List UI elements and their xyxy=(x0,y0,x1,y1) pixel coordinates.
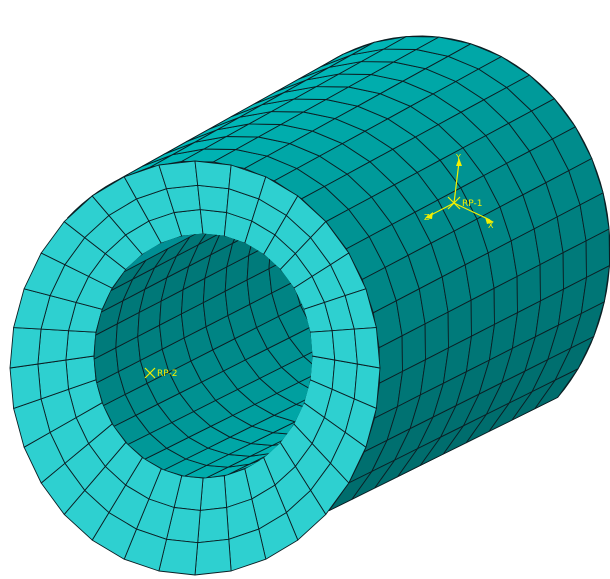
bore-element xyxy=(210,233,243,256)
annotations: RP-1 Y Z X RP-2 xyxy=(144,153,494,379)
front-face-element xyxy=(194,538,232,576)
rp-1-label: RP-1 xyxy=(462,199,482,209)
front-end-face xyxy=(9,160,381,576)
bore-element xyxy=(198,233,235,246)
front-face-element xyxy=(197,184,230,213)
bore-element xyxy=(188,233,221,267)
csys-triad: Y Z X xyxy=(424,153,494,230)
front-face-element xyxy=(199,209,228,237)
front-face-element xyxy=(9,327,42,369)
bore-element xyxy=(303,344,313,372)
rp-2-label: RP-2 xyxy=(157,369,177,379)
front-face-element xyxy=(158,160,199,190)
triad-y-label: Y xyxy=(455,153,461,162)
front-face-element xyxy=(199,475,228,511)
triad-z-label: Z xyxy=(424,213,430,222)
bore-element xyxy=(176,233,213,257)
front-face-element xyxy=(331,328,358,365)
front-face-element xyxy=(65,330,97,361)
front-face-element xyxy=(194,160,232,190)
triad-x-label: X xyxy=(488,221,494,230)
front-face-element xyxy=(197,507,230,544)
rp-2-marker[interactable]: RP-2 xyxy=(144,367,177,379)
outer-element xyxy=(534,368,579,410)
front-face-element xyxy=(309,330,336,361)
front-face-element xyxy=(353,327,381,369)
front-face-element xyxy=(37,328,69,365)
